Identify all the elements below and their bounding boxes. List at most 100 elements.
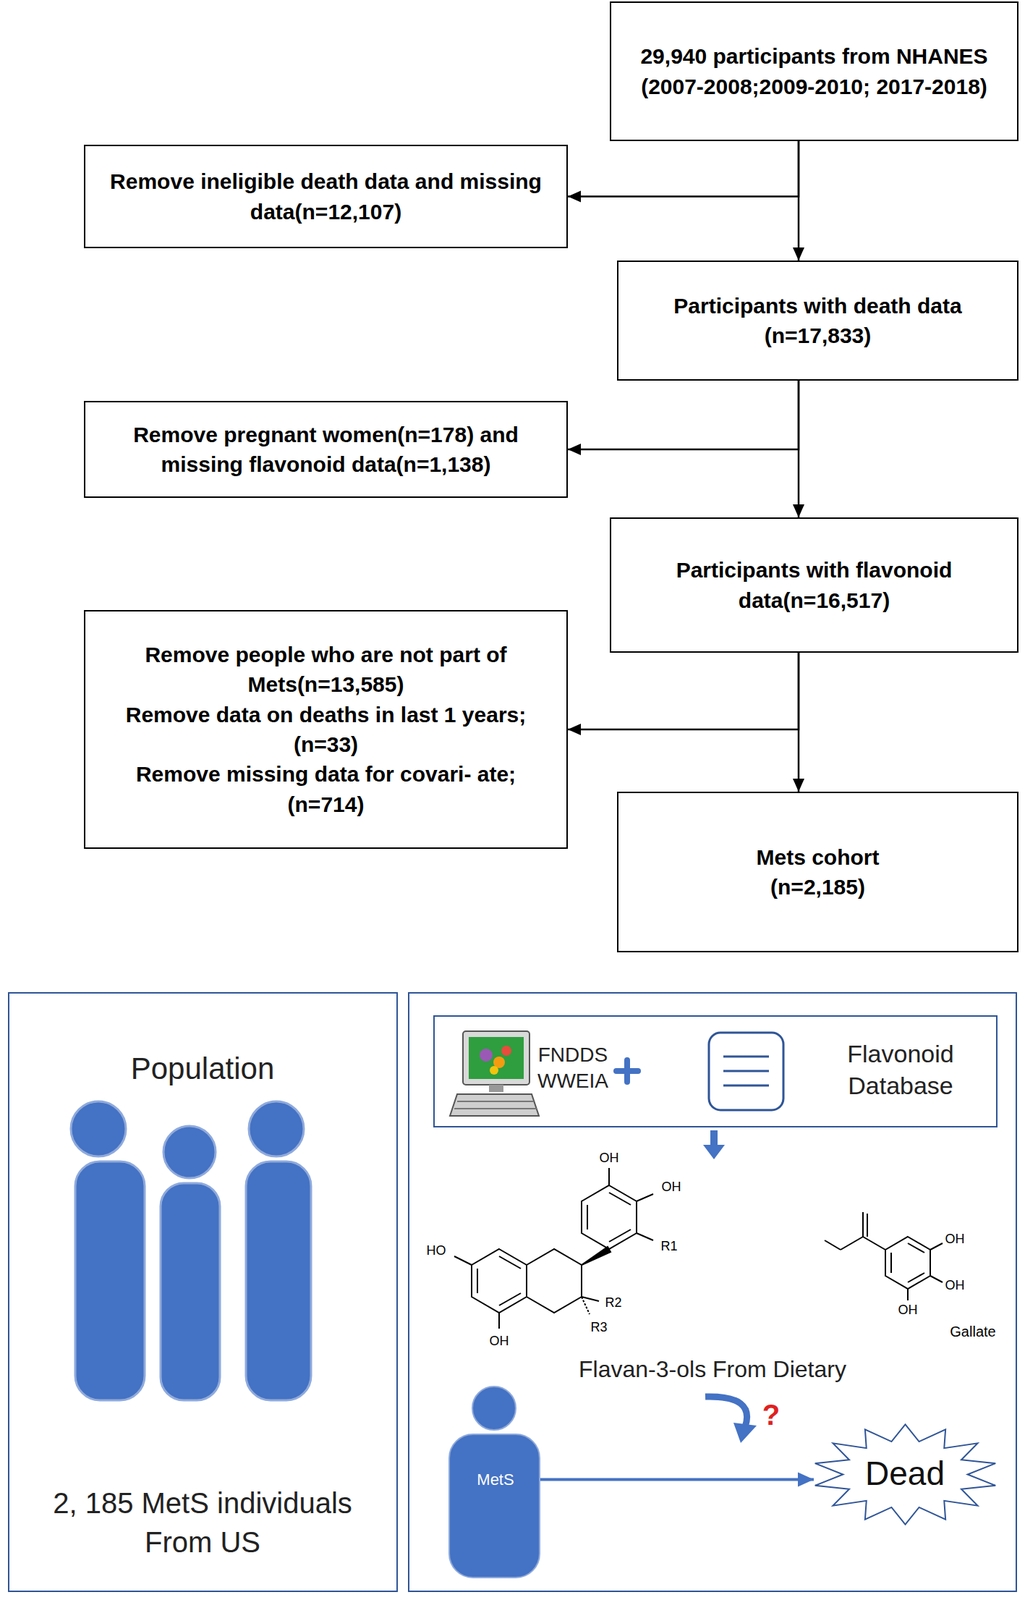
node-text: Participants with flavonoid data(n=16,51… xyxy=(627,554,1002,615)
node-text: MetS xyxy=(454,1469,537,1489)
node-text: Remove people who are not part of Mets(n… xyxy=(101,639,551,700)
gallate-structure xyxy=(840,1236,863,1250)
curved-arrow xyxy=(705,1396,757,1443)
gallate-structure xyxy=(824,1239,841,1250)
people-icon xyxy=(248,1100,304,1156)
computer-icon xyxy=(489,1065,499,1075)
computer-icon xyxy=(488,1084,504,1092)
flavan-structure xyxy=(609,1192,631,1205)
database-icon xyxy=(708,1032,784,1110)
flavan-structure xyxy=(636,1193,654,1201)
chemical-label: OH xyxy=(599,1150,620,1166)
database-icon xyxy=(723,1069,769,1073)
people-icon xyxy=(70,1100,312,1400)
starburst-outline xyxy=(815,1423,997,1524)
gallate-structure xyxy=(930,1275,943,1282)
node-text: Participants with death data (n=17,833) xyxy=(637,290,999,351)
population-panel: Population2, 185 MetS individuals From U… xyxy=(7,991,398,1592)
process-box: Participants with death data (n=17,833) xyxy=(617,260,1019,381)
gallate-structure xyxy=(907,1288,909,1300)
node-text: Remove ineligible death data and missing… xyxy=(101,166,551,227)
flavan-structure xyxy=(581,1296,590,1314)
process-box: Participants with flavonoid data(n=16,51… xyxy=(609,517,1019,653)
chemical-label: R3 xyxy=(590,1319,607,1335)
exclusion-box: Remove pregnant women(n=178) and missing… xyxy=(83,400,568,498)
people-icon xyxy=(160,1182,220,1400)
flavan-structure xyxy=(454,1255,472,1265)
people-icon xyxy=(75,1160,145,1400)
chemical-label: HO xyxy=(426,1242,447,1258)
flavan-structure xyxy=(581,1184,637,1249)
flavan-structure xyxy=(609,1228,631,1242)
flavan-structure xyxy=(476,1268,479,1293)
computer-icon xyxy=(457,1100,534,1102)
flavan-structure xyxy=(471,1248,527,1313)
question-mark: ? xyxy=(762,1398,780,1431)
flavan-structure xyxy=(454,1167,654,1329)
gallate-structure xyxy=(824,1211,943,1300)
chemical-label: R1 xyxy=(660,1238,678,1254)
computer-icon xyxy=(501,1045,512,1056)
person-head xyxy=(472,1385,516,1430)
process-box: Mets cohort (n=2,185) xyxy=(617,791,1019,952)
node-text: Flavonoid Database xyxy=(805,1037,996,1101)
flavan-structure xyxy=(608,1167,610,1185)
down-arrow xyxy=(703,1129,725,1159)
computer-icon xyxy=(449,1093,539,1116)
flavan-structure xyxy=(581,1296,599,1301)
people-icon xyxy=(163,1125,216,1178)
computer-icon xyxy=(479,1048,493,1062)
gallate-structure xyxy=(930,1242,943,1250)
person-body: MetS xyxy=(448,1432,541,1578)
flavan-structure xyxy=(586,1204,589,1229)
chemical-label: OH xyxy=(898,1302,918,1318)
method-panel: FNDDS WWEIA Flavonoid DatabaseMetS Dead xyxy=(407,991,1018,1592)
flavan-structure xyxy=(581,1246,611,1265)
flow-arrow xyxy=(567,380,799,450)
gallate-structure xyxy=(907,1272,925,1282)
flow-arrow xyxy=(567,652,799,730)
plus-sign xyxy=(624,1059,631,1082)
chemical-label: OH xyxy=(945,1231,965,1247)
down-arrow xyxy=(703,1144,725,1159)
curved-arrow xyxy=(733,1422,757,1443)
caption-label: Flavan-3-ols From Dietary xyxy=(578,1355,847,1383)
plus-sign xyxy=(616,1059,639,1082)
outcome-starburst: Dead xyxy=(810,1422,1000,1525)
database-icon xyxy=(723,1084,769,1087)
gallate-structure xyxy=(885,1236,931,1289)
computer-icon xyxy=(454,1107,537,1109)
chemical-label: R2 xyxy=(604,1294,622,1311)
chemical-label: OH xyxy=(489,1333,510,1349)
process-box: 29,940 participants from NHANES (2007-20… xyxy=(609,1,1019,142)
down-arrow xyxy=(710,1129,718,1146)
flavan-structure xyxy=(499,1292,521,1305)
gallate-structure xyxy=(907,1242,925,1253)
node-text: FNDDS WWEIA xyxy=(533,1041,613,1095)
person-head xyxy=(472,1385,516,1430)
node-text: 29,940 participants from NHANES (2007-20… xyxy=(627,41,1002,102)
curved-arrow xyxy=(705,1396,748,1427)
exclusion-box: Remove ineligible death data and missing… xyxy=(83,144,568,249)
database-icon xyxy=(723,1055,769,1058)
gallate-structure xyxy=(890,1252,892,1273)
gallate-structure xyxy=(862,1211,864,1237)
computer-icon xyxy=(468,1036,524,1079)
outcome-arrow xyxy=(540,1477,814,1481)
people-icon xyxy=(70,1100,126,1156)
chemical-label: OH xyxy=(661,1179,682,1195)
computer-icon xyxy=(449,1030,539,1116)
flavan-structure xyxy=(499,1255,521,1269)
flavan-structure xyxy=(636,1232,654,1240)
node-text: Remove data on deaths in last 1 years; (… xyxy=(101,699,551,760)
node-text: Dead xyxy=(832,1453,978,1494)
chemical-label: OH xyxy=(945,1277,965,1293)
node-text: Population xyxy=(28,1050,377,1087)
flavan-structure xyxy=(526,1248,582,1313)
flavan-structure xyxy=(498,1312,500,1329)
gallate-structure xyxy=(866,1213,869,1237)
data-source-box: FNDDS WWEIA Flavonoid Database xyxy=(433,1014,998,1127)
node-text: Remove pregnant women(n=178) and missing… xyxy=(101,419,551,480)
database-icon xyxy=(708,1032,784,1110)
